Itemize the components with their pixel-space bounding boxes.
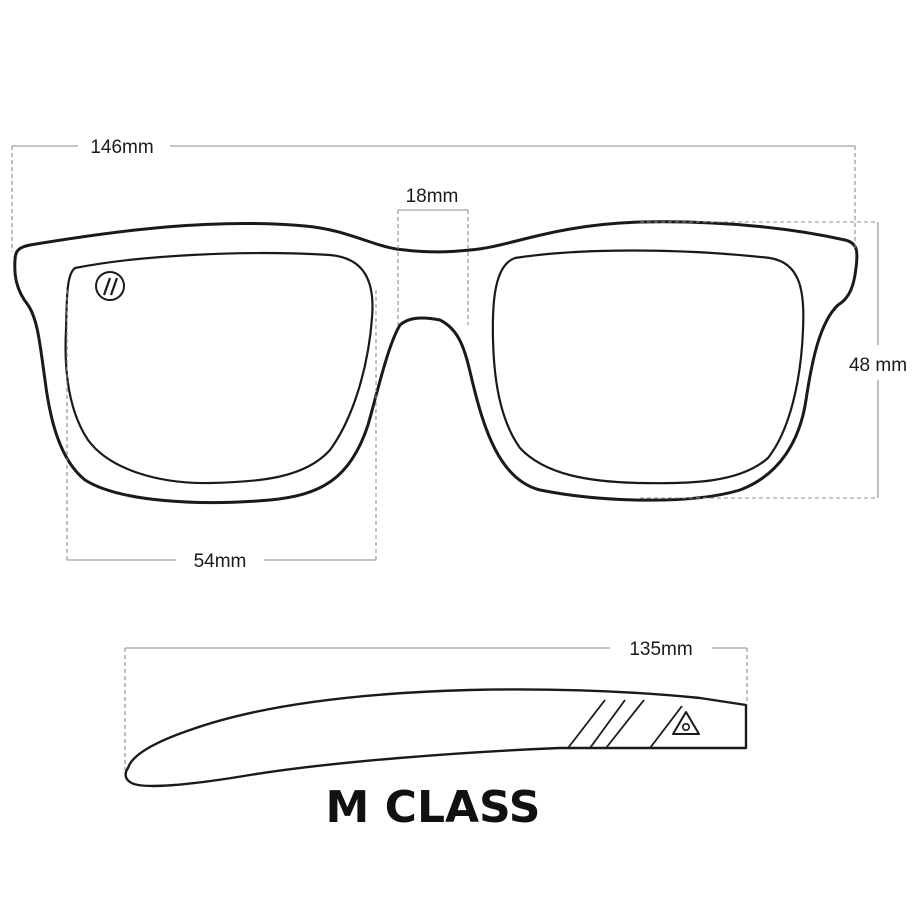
lens-height-label: 48 mm	[849, 355, 907, 376]
lens-width-label: 54mm	[194, 551, 247, 572]
temple-stripe-2	[589, 699, 626, 749]
double-slash-badge-icon	[95, 271, 125, 301]
dimension-bridge-width: 18mm	[397, 186, 469, 325]
temple-stripe-1	[567, 699, 606, 749]
front-view	[13, 220, 859, 505]
bridge-width-label: 18mm	[406, 186, 459, 207]
temple-stripe-3	[605, 699, 645, 749]
dimension-lens-width: 54mm	[66, 290, 377, 572]
dimension-lens-height: 48 mm	[640, 221, 907, 499]
temple-length-label: 135mm	[629, 639, 692, 660]
right-lens	[491, 249, 805, 485]
dimension-frame-width: 146mm	[11, 137, 856, 252]
triangle-eye-icon	[672, 711, 700, 735]
dimension-temple-length: 135mm	[124, 639, 748, 770]
frame-width-label: 146mm	[90, 137, 153, 158]
temple-stripe-4	[649, 705, 683, 749]
model-title: M CLASS	[326, 782, 541, 833]
temple-arm	[124, 688, 748, 788]
temple-outline	[124, 688, 748, 788]
